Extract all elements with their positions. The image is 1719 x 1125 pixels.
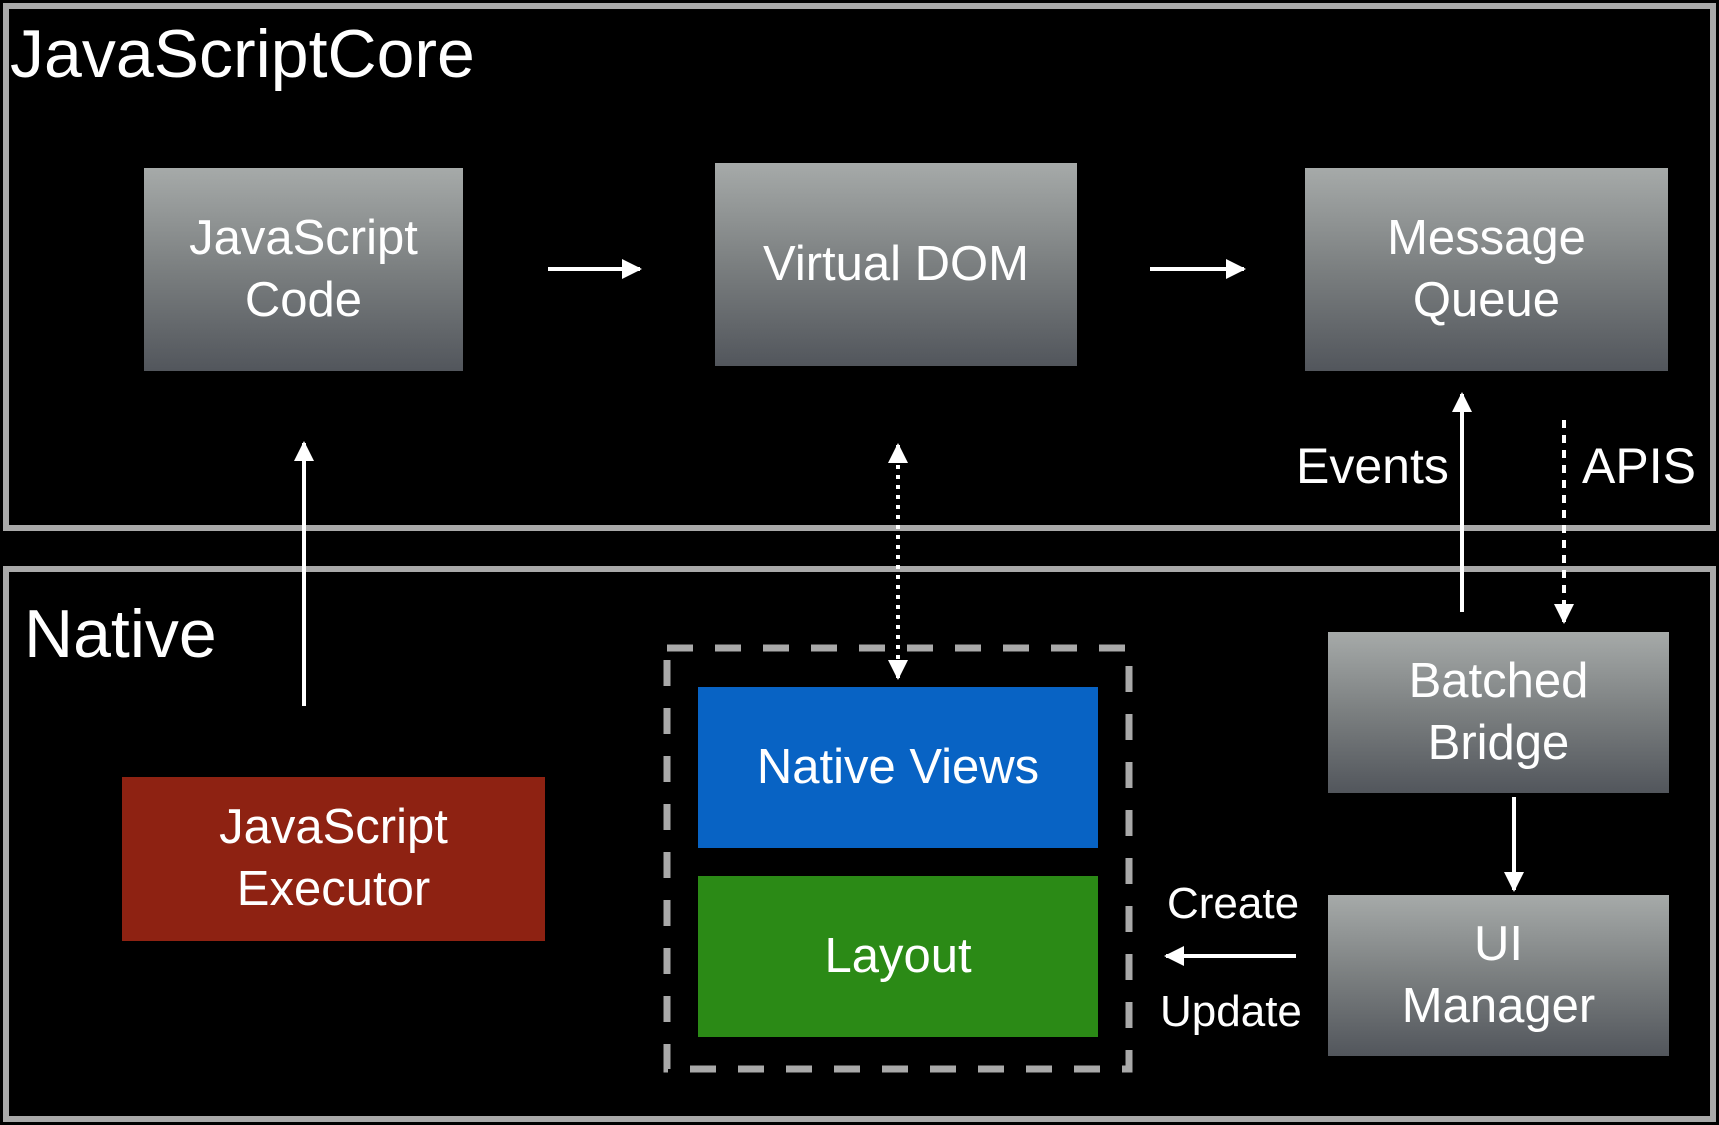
native-views-label: Native Views — [756, 739, 1040, 794]
layout-label: Layout — [824, 928, 972, 983]
javascriptcore-title: JavaScriptCore — [10, 16, 475, 92]
ui-manager-box: UI Manager — [1328, 895, 1669, 1056]
message-queue-label: Message Queue — [1387, 210, 1586, 327]
native-title: Native — [24, 596, 217, 672]
apis-edge-label: APIS — [1582, 438, 1696, 494]
message-queue-box: Message Queue — [1305, 168, 1668, 371]
layout-group-outline — [663, 644, 1133, 1073]
virtual-dom-box: Virtual DOM — [715, 163, 1077, 366]
events-edge-label: Events — [1296, 438, 1449, 494]
native-views-box: Native Views — [698, 687, 1098, 848]
batched-bridge-label: Batched Bridge — [1408, 653, 1589, 770]
javascript-code-box: JavaScript Code — [144, 168, 463, 371]
ui-manager-label: UI Manager — [1401, 916, 1596, 1033]
create-edge-label: Create — [1167, 879, 1300, 928]
javascript-code-label: JavaScript Code — [189, 210, 418, 327]
virtual-dom-label: Virtual DOM — [763, 236, 1029, 291]
layout-box: Layout — [698, 876, 1098, 1037]
update-edge-label: Update — [1160, 987, 1302, 1036]
javascript-executor-box: JavaScript Executor — [122, 777, 545, 941]
javascript-executor-label: JavaScript Executor — [219, 800, 448, 916]
batched-bridge-box: Batched Bridge — [1328, 632, 1669, 793]
